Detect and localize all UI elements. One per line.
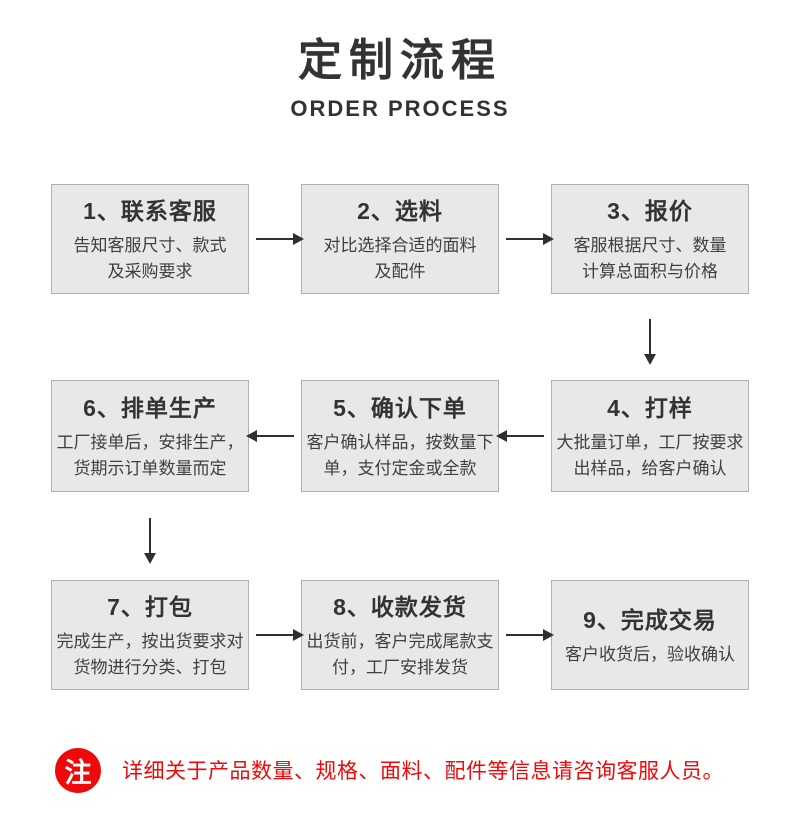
step-description: 客户确认样品，按数量下 单，支付定金或全款 [306,432,494,479]
arrow-left-icon [246,429,294,442]
step-box-2: 2、选料 对比选择合适的面料 及配件 [301,183,499,294]
arrow-right-icon [256,628,304,641]
arrow-cell [246,380,301,492]
arrow-left-icon [496,429,544,442]
step-title: 9、完成交易 [583,606,717,633]
footer-note: 注 详细关于产品数量、规格、面料、配件等信息请咨询客服人员。 [55,747,800,793]
step-box-4: 4、打样 大批量订单，工厂按要求 出样品，给客户确认 [551,379,749,492]
step-title: 4、打样 [607,394,693,421]
step-title: 6、排单生产 [83,394,217,421]
step-description: 客服根据尺寸、数量 计算总面积与价格 [573,235,727,282]
process-flow-diagram: 1、联系客服 告知客服尺寸、款式 及采购要求 2、选料 对比选择合适的面料 及配… [51,183,749,690]
step-box-8: 8、收款发货 出货前，客户完成尾款支 付，工厂安排发货 [301,579,499,690]
arrow-cell [499,580,554,690]
step-box-3: 3、报价 客服根据尺寸、数量 计算总面积与价格 [551,183,749,294]
step-title: 1、联系客服 [83,197,217,224]
step-description: 工厂接单后，安排生产， 货期示订单数量而定 [56,432,244,479]
step-box-5: 5、确认下单 客户确认样品，按数量下 单，支付定金或全款 [301,379,499,492]
step-title: 3、报价 [607,197,693,224]
arrow-cell [551,294,749,380]
note-badge-icon: 注 [55,747,101,793]
step-title: 8、收款发货 [333,593,467,620]
step-box-1: 1、联系客服 告知客服尺寸、款式 及采购要求 [51,183,249,294]
arrow-cell [496,380,551,492]
step-box-9: 9、完成交易 客户收货后，验收确认 [551,579,749,690]
step-title: 7、打包 [107,593,193,620]
page-header: 定制流程 ORDER PROCESS [0,0,800,122]
step-description: 告知客服尺寸、款式 及采购要求 [73,235,227,282]
arrow-right-icon [506,628,554,641]
step-description: 客户收货后，验收确认 [565,644,735,664]
note-text: 详细关于产品数量、规格、面料、配件等信息请咨询客服人员。 [122,760,724,784]
step-title: 5、确认下单 [333,394,467,421]
arrow-cell [499,184,554,294]
arrow-down-icon [144,517,156,564]
step-description: 对比选择合适的面料 及配件 [323,235,477,282]
arrow-cell [249,580,304,690]
arrow-down-icon [644,318,656,365]
page-title: 定制流程 [298,36,502,85]
step-description: 大批量订单，工厂按要求 出样品，给客户确认 [556,432,744,479]
step-title: 2、选料 [357,197,443,224]
step-box-7: 7、打包 完成生产，按出货要求对 货物进行分类、打包 [51,579,249,690]
arrow-cell [249,184,304,294]
step-box-6: 6、排单生产 工厂接单后，安排生产， 货期示订单数量而定 [51,379,249,492]
step-description: 完成生产，按出货要求对 货物进行分类、打包 [56,631,244,678]
page-subtitle: ORDER PROCESS [290,95,510,121]
arrow-right-icon [506,232,554,245]
step-description: 出货前，客户完成尾款支 付，工厂安排发货 [306,631,494,678]
arrow-cell [51,492,249,580]
arrow-right-icon [256,232,304,245]
